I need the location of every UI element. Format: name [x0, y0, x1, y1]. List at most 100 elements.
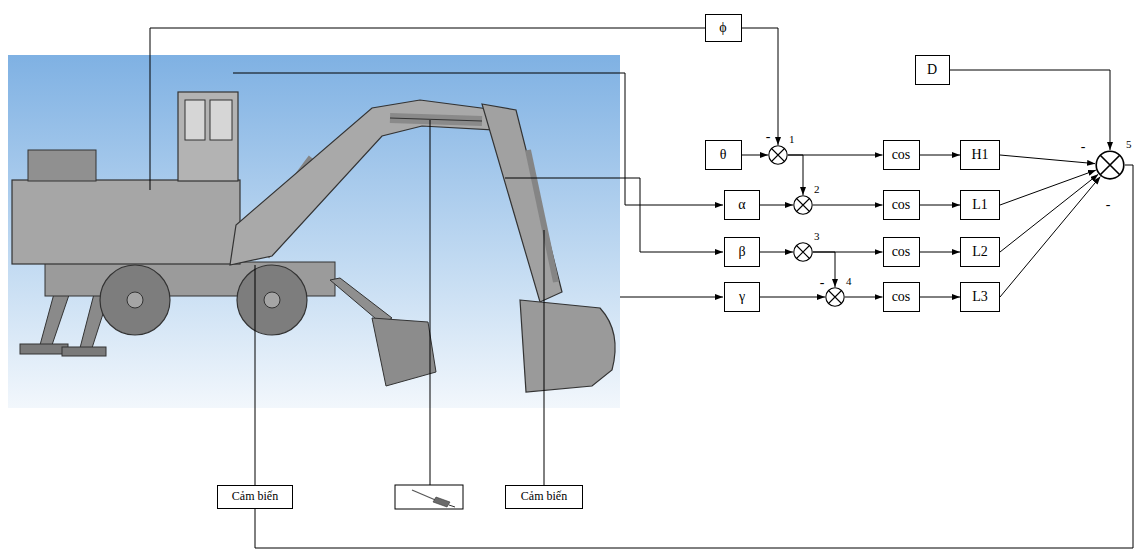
signal-connector — [1000, 155, 1095, 164]
sensor-probe — [433, 497, 450, 507]
block-label: L1 — [972, 197, 988, 213]
bucket-cylinder — [528, 150, 556, 282]
junction-number: 5 — [1126, 138, 1132, 151]
junction-number: 1 — [789, 133, 795, 146]
block-box: ϕ — [705, 14, 742, 42]
sign-label: - — [766, 130, 771, 144]
junction-number: 3 — [814, 230, 820, 243]
block-box: cos — [883, 140, 920, 170]
junction-number: 4 — [846, 275, 852, 288]
block-box: β — [724, 237, 760, 267]
signal-wire — [620, 297, 723, 298]
signal-connector — [920, 252, 961, 253]
summing-junction: 1 — [768, 145, 788, 165]
block-box: cos — [883, 237, 920, 267]
cab-window — [210, 100, 232, 140]
blade-arm — [330, 278, 392, 324]
block-label: Cảm biến — [521, 490, 567, 504]
block-box: L2 — [960, 237, 1000, 267]
wheel — [100, 265, 170, 335]
summing-symbol — [825, 287, 845, 307]
block-box: cos — [883, 282, 920, 312]
junction-cross — [772, 149, 785, 162]
block-label: γ — [739, 289, 745, 305]
block-label: D — [927, 62, 937, 78]
bucket — [520, 300, 615, 392]
block-label: θ — [720, 147, 727, 163]
block-label: β — [738, 244, 745, 260]
signal-connector — [845, 297, 883, 298]
counterweight — [28, 150, 96, 181]
block-box: H1 — [960, 140, 1000, 170]
signal-connector — [742, 155, 769, 156]
block-label: cos — [892, 147, 911, 163]
signal-connector — [742, 28, 779, 145]
signal-wire — [150, 28, 705, 190]
sensor-wire — [544, 230, 545, 485]
outrigger-pad — [20, 344, 68, 354]
summing-symbol — [793, 242, 813, 262]
cab-window — [185, 100, 205, 140]
arm-cylinder-rod — [390, 118, 482, 121]
block-label: H1 — [971, 147, 988, 163]
wheel-hub — [127, 292, 143, 308]
sensor-wire — [430, 120, 431, 485]
block-box: γ — [724, 282, 760, 312]
wheel — [237, 265, 307, 335]
block-box: cos — [883, 190, 920, 220]
cab — [178, 92, 238, 181]
sign-label: - — [1081, 140, 1086, 154]
block-box: θ — [705, 140, 742, 170]
signal-wire — [505, 178, 723, 252]
signal-connector — [255, 165, 1133, 548]
summing-junction: 3 — [793, 242, 813, 262]
sensor-wire — [255, 265, 256, 485]
summing-symbol — [793, 195, 813, 215]
block-box: L1 — [960, 190, 1000, 220]
outrigger-pad — [62, 347, 106, 356]
signal-connector — [950, 70, 1111, 150]
junction-circle — [1096, 151, 1124, 179]
signal-wire — [233, 73, 723, 205]
arm-cylinder — [390, 118, 482, 121]
sign-label: - — [1106, 198, 1111, 212]
block-label: L2 — [972, 244, 988, 260]
block-box: L3 — [960, 282, 1000, 312]
junction-circle — [794, 243, 812, 261]
arm — [482, 104, 562, 302]
summing-junction: 2 — [793, 195, 813, 215]
outrigger-leg — [40, 290, 70, 345]
boom — [230, 100, 496, 265]
junction-cross — [829, 291, 842, 304]
summing-symbol — [768, 145, 788, 165]
signal-connector — [920, 205, 961, 206]
junction-circle — [826, 288, 844, 306]
junction-cross — [1100, 155, 1120, 175]
signal-connector — [920, 297, 961, 298]
junction-cross — [797, 199, 810, 212]
signal-connector — [788, 155, 803, 195]
junction-number: 2 — [814, 183, 820, 196]
block-label: Cảm biến — [232, 490, 278, 504]
block-label: ϕ — [719, 20, 726, 36]
junction-circle — [769, 146, 787, 164]
upper-body — [12, 180, 240, 264]
summing-junction: 5 — [1095, 150, 1125, 180]
summing-junction: 4 — [825, 287, 845, 307]
block-box: D — [915, 55, 950, 85]
block-label: cos — [892, 289, 911, 305]
sensor-tip — [449, 505, 455, 507]
block-label: cos — [892, 197, 911, 213]
signal-connector — [1000, 174, 1098, 252]
wheel-hub — [264, 292, 280, 308]
block-label: α — [738, 197, 745, 213]
signal-connector — [760, 205, 793, 206]
signal-connector — [760, 297, 825, 298]
scene-background — [8, 55, 620, 408]
junction-cross — [797, 246, 810, 259]
summing-symbol — [1095, 150, 1125, 180]
block-label: cos — [892, 244, 911, 260]
